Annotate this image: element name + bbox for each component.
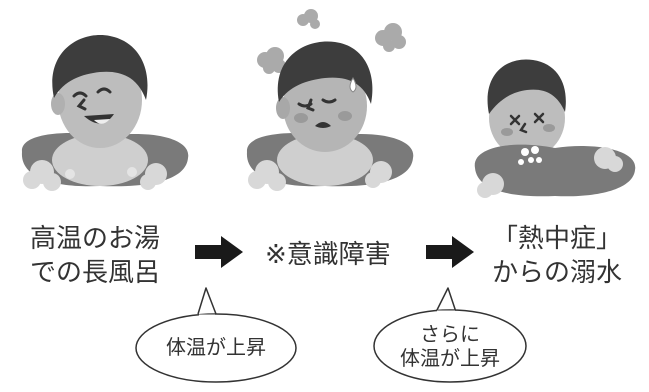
water-splash (248, 160, 392, 191)
scene-drowning (445, 0, 645, 215)
smiling-face-features (72, 87, 112, 111)
dizzy-face-features (297, 98, 337, 112)
right-arrow-icon (426, 236, 474, 268)
ear (51, 93, 65, 115)
caption-line: での長風呂 (30, 258, 161, 288)
mouth (315, 122, 331, 128)
water-splash (477, 147, 623, 198)
callout-text: さらに (420, 322, 480, 346)
caption-heatstroke-drowning: 「熱中症」 からの溺水 (492, 222, 622, 290)
caption-line: 高温のお湯 (30, 224, 161, 254)
shoulders (277, 134, 373, 186)
caption-long-hot-bath: 高温のお湯 での長風呂 (30, 222, 160, 290)
flushed-cheeks (294, 111, 352, 123)
bubbles-from-mouth (518, 146, 542, 165)
ear (276, 97, 290, 119)
face (283, 60, 367, 152)
scene-happy-bath (0, 0, 200, 215)
caption-impaired-consciousness: ※意識障害 (265, 238, 391, 272)
callout-text: 体温が上昇 (400, 346, 500, 370)
hair (487, 59, 566, 114)
hair (52, 35, 148, 100)
callout-text: 体温が上昇 (166, 335, 266, 359)
water-splash (23, 160, 167, 191)
tongue (94, 119, 110, 124)
x-eyes (509, 112, 545, 126)
sweat-drop-icon (349, 77, 357, 93)
nose (519, 122, 528, 134)
caption-line: ※意識障害 (265, 240, 391, 270)
caption-line: からの溺水 (492, 258, 623, 288)
shoulders (52, 134, 148, 186)
callout-further-temperature-rise: さらに 体温が上昇 (370, 286, 530, 386)
flushed-cheeks (501, 124, 555, 136)
right-arrow-icon (195, 236, 243, 268)
callout-temperature-rise: 体温が上昇 (132, 286, 300, 386)
caption-line: 「熱中症」 (492, 224, 623, 254)
scene-dizzy-bath (225, 0, 425, 215)
face (489, 78, 565, 158)
hair (277, 41, 373, 104)
